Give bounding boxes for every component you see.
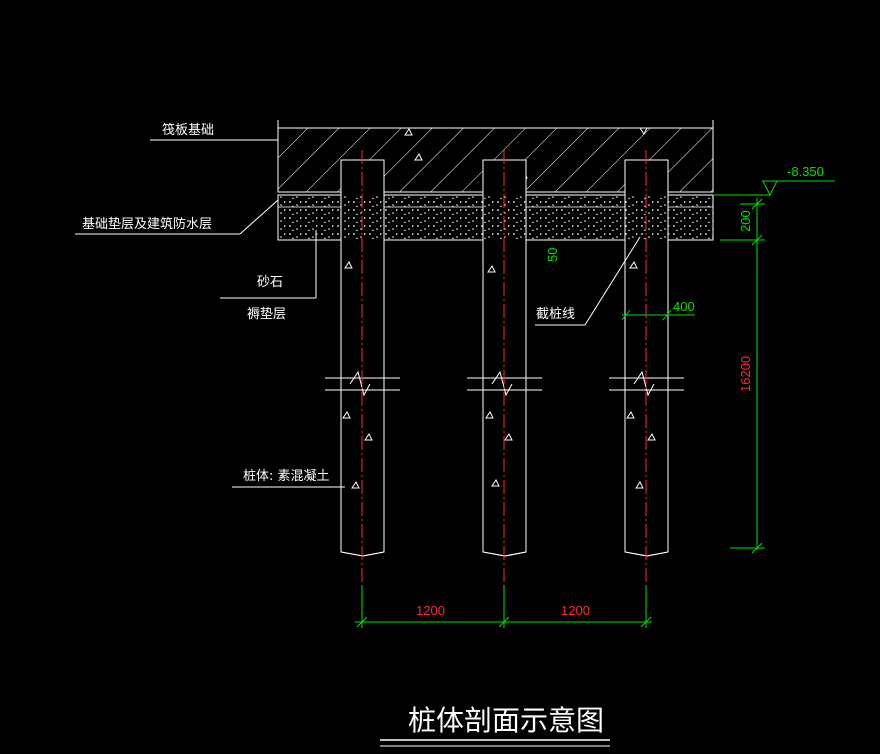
embed-dimension-text: 50 xyxy=(545,248,560,262)
label-cut-line: 截桩线 xyxy=(536,307,575,322)
vertical-dimension xyxy=(720,198,765,554)
label-pile-body: 桩体: 素混凝土 xyxy=(243,468,330,484)
elevation-marker: -8.350 xyxy=(713,164,835,197)
label-cushion-waterproof: 基础垫层及建筑防水层 xyxy=(82,216,212,232)
pile-length-text: 16200 xyxy=(738,356,753,392)
title-underline xyxy=(380,739,610,747)
pile-center-lines xyxy=(361,150,647,620)
pile-diameter-dimension xyxy=(621,309,695,321)
label-gravel-2: 褥垫层 xyxy=(247,306,286,322)
label-gravel-1: 砂石 xyxy=(257,275,283,290)
drawing-title: 桩体剖面示意图 xyxy=(408,704,604,737)
cushion-thickness-text: 200 xyxy=(738,210,753,232)
spacing-dimension xyxy=(355,585,652,628)
leader-lines xyxy=(75,139,641,488)
label-raft: 筏板基础 xyxy=(162,122,214,138)
elevation-text: -8.350 xyxy=(787,164,824,179)
spacing-1-text: 1200 xyxy=(416,603,445,618)
spacing-2-text: 1200 xyxy=(561,603,590,618)
pile-diameter-text: 400 xyxy=(673,299,695,314)
